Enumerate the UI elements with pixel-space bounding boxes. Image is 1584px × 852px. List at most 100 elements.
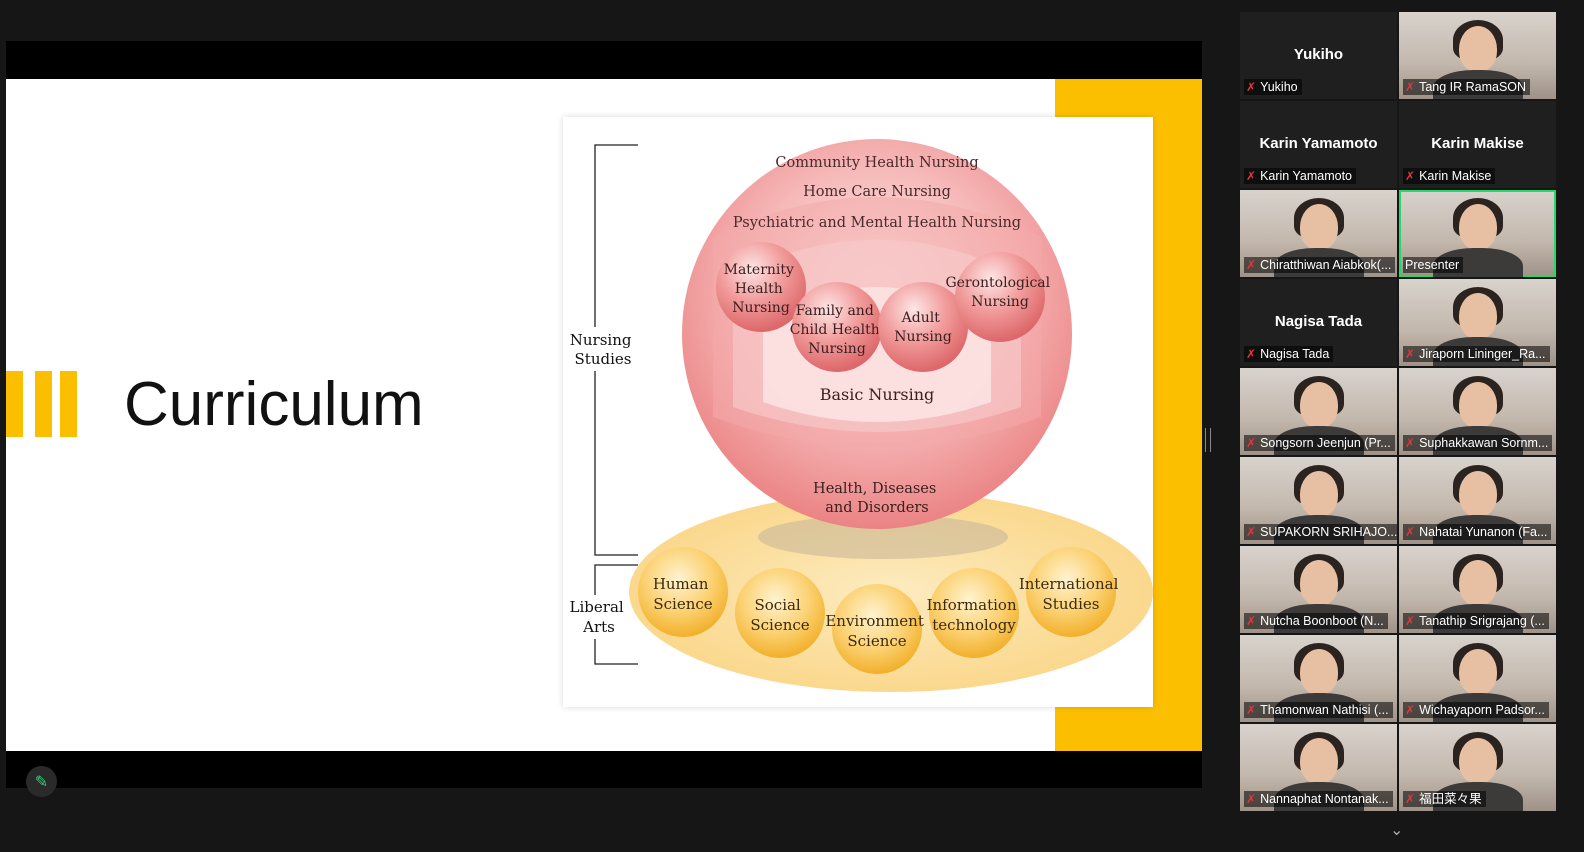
participant-video bbox=[1458, 471, 1497, 517]
participant-name-label: ✗福田菜々果 bbox=[1403, 791, 1486, 807]
sphere-label: Adult Nursing bbox=[894, 310, 952, 345]
participant-display-name: Karin Makise bbox=[1431, 135, 1524, 152]
participant-display-name: Yukiho bbox=[1293, 46, 1344, 63]
participant-name-label: ✗Suphakkawan Sornm... bbox=[1403, 435, 1553, 451]
mic-muted-icon: ✗ bbox=[1405, 703, 1416, 717]
participant-name-label: ✗Karin Yamamoto bbox=[1244, 168, 1357, 184]
mic-muted-icon: ✗ bbox=[1405, 792, 1416, 806]
mic-muted-icon: ✗ bbox=[1405, 347, 1416, 361]
core-label: Basic Nursing bbox=[820, 385, 935, 404]
participant-name-label: ✗Nagisa Tada bbox=[1244, 346, 1334, 362]
environment-science-sphere bbox=[832, 584, 922, 674]
participant-video bbox=[1458, 382, 1497, 428]
human-science-sphere bbox=[638, 547, 728, 637]
participant-name: Suphakkawan Sornm... bbox=[1419, 436, 1549, 450]
participant-tile[interactable]: ✗Songsorn Jeenjun (Pr... bbox=[1240, 368, 1397, 455]
pencil-icon[interactable]: ✎ bbox=[26, 766, 57, 797]
panel-resize-handle[interactable] bbox=[1205, 428, 1211, 452]
sphere-label: Information technology bbox=[927, 596, 1022, 634]
mic-muted-icon: ✗ bbox=[1405, 169, 1416, 183]
participant-name: Songsorn Jeenjun (Pr... bbox=[1260, 436, 1391, 450]
participant-name: Chiratthiwan Aiabkok(... bbox=[1260, 258, 1392, 272]
sphere-label: Environment Science bbox=[825, 612, 928, 650]
participant-name: Tanathip Srigrajang (... bbox=[1419, 614, 1545, 628]
participant-tile[interactable]: ✗Nutcha Boonboot (N... bbox=[1240, 546, 1397, 633]
participant-video bbox=[1458, 560, 1497, 606]
sphere-label: Maternity Health Nursing bbox=[724, 262, 799, 316]
mic-muted-icon: ✗ bbox=[1405, 80, 1416, 94]
chevron-down-icon[interactable]: ⌄ bbox=[1390, 822, 1404, 839]
sphere-label: Social Science bbox=[750, 596, 809, 634]
participant-name: Karin Yamamoto bbox=[1260, 169, 1353, 183]
participant-name: Nahatai Yunanon (Fa... bbox=[1419, 525, 1548, 539]
sphere-label: Family and Child Health Nursing bbox=[790, 303, 885, 357]
curriculum-diagram: Community Health Nursing Home Care Nursi… bbox=[563, 117, 1153, 707]
participant-tile[interactable]: Yukiho ✗Yukiho bbox=[1240, 12, 1397, 99]
participant-tile[interactable]: ✗Thamonwan Nathisi (... bbox=[1240, 635, 1397, 722]
title-accent-bar bbox=[60, 371, 77, 437]
participant-name-label: ✗Songsorn Jeenjun (Pr... bbox=[1244, 435, 1395, 451]
participant-tile[interactable]: Karin Yamamoto✗Karin Yamamoto bbox=[1240, 101, 1397, 188]
participant-tile[interactable]: ✗Tanathip Srigrajang (... bbox=[1399, 546, 1556, 633]
mic-muted-icon: ✗ bbox=[1246, 258, 1257, 272]
participant-tile[interactable]: ✗Jiraporn Lininger_Ra... bbox=[1399, 279, 1556, 366]
maternity-sphere bbox=[716, 242, 806, 332]
participant-tile[interactable]: Nagisa Tada✗Nagisa Tada bbox=[1240, 279, 1397, 366]
participant-name-label: ✗Jiraporn Lininger_Ra... bbox=[1403, 346, 1550, 362]
mic-muted-icon: ✗ bbox=[1405, 614, 1416, 628]
participant-name: Nagisa Tada bbox=[1260, 347, 1330, 361]
participant-name-label: Presenter bbox=[1403, 257, 1464, 273]
participant-tile[interactable]: Presenter bbox=[1399, 190, 1556, 277]
participant-name: Tang IR RamaSON bbox=[1419, 80, 1527, 94]
participant-tile[interactable]: ✗Nahatai Yunanon (Fa... bbox=[1399, 457, 1556, 544]
participant-name-label: ✗Nahatai Yunanon (Fa... bbox=[1403, 524, 1552, 540]
mic-muted-icon: ✗ bbox=[1246, 80, 1257, 94]
participant-name: SUPAKORN SRIHAJO... bbox=[1260, 525, 1397, 539]
sphere-label: International Studies bbox=[1019, 575, 1123, 613]
participant-name: 福田菜々果 bbox=[1419, 792, 1482, 806]
family-child-sphere bbox=[792, 282, 882, 372]
sphere-label: Gerontological Nursing bbox=[945, 275, 1054, 310]
bracket-label-bg bbox=[573, 595, 627, 639]
title-accent-bar bbox=[6, 371, 23, 437]
participant-name-label: ✗SUPAKORN SRIHAJO... bbox=[1244, 524, 1397, 540]
sphere-shadow bbox=[758, 515, 1008, 559]
band-label: Community Health Nursing bbox=[775, 155, 978, 171]
participant-tile[interactable]: Karin Makise✗Karin Makise bbox=[1399, 101, 1556, 188]
participant-name-label: ✗Nannaphat Nontanak... bbox=[1244, 791, 1393, 807]
mic-muted-icon: ✗ bbox=[1405, 525, 1416, 539]
participant-tile[interactable]: ✗Tang IR RamaSON bbox=[1399, 12, 1556, 99]
participant-tile[interactable]: ✗福田菜々果 bbox=[1399, 724, 1556, 811]
mic-muted-icon: ✗ bbox=[1246, 703, 1257, 717]
participant-video bbox=[1299, 738, 1338, 784]
band-label: Psychiatric and Mental Health Nursing bbox=[733, 215, 1021, 231]
mic-muted-icon: ✗ bbox=[1246, 614, 1257, 628]
participant-video bbox=[1299, 560, 1338, 606]
gerontological-sphere bbox=[955, 252, 1045, 342]
participant-tile[interactable]: ✗Suphakkawan Sornm... bbox=[1399, 368, 1556, 455]
participant-name-label: ✗Nutcha Boonboot (N... bbox=[1244, 613, 1388, 629]
participant-name: Presenter bbox=[1405, 258, 1460, 272]
participant-tile[interactable]: ✗Nannaphat Nontanak... bbox=[1240, 724, 1397, 811]
mic-muted-icon: ✗ bbox=[1246, 792, 1257, 806]
international-studies-sphere bbox=[1026, 547, 1116, 637]
participant-name: Nutcha Boonboot (N... bbox=[1260, 614, 1384, 628]
slide-title: Curriculum bbox=[124, 370, 424, 439]
adult-sphere bbox=[878, 282, 968, 372]
participant-tile[interactable]: ✗Chiratthiwan Aiabkok(... bbox=[1240, 190, 1397, 277]
mic-muted-icon: ✗ bbox=[1405, 436, 1416, 450]
participant-video bbox=[1458, 293, 1497, 339]
participant-display-name: Karin Yamamoto bbox=[1259, 135, 1378, 152]
participant-name-label: ✗Thamonwan Nathisi (... bbox=[1244, 702, 1393, 718]
participant-name-label: ✗Yukiho bbox=[1244, 79, 1302, 95]
participant-name: Thamonwan Nathisi (... bbox=[1260, 703, 1389, 717]
participant-display-name: Nagisa Tada bbox=[1274, 313, 1363, 330]
liberal-arts-label: Liberal Arts bbox=[570, 598, 629, 636]
participant-name: Nannaphat Nontanak... bbox=[1260, 792, 1389, 806]
participant-video bbox=[1299, 382, 1338, 428]
participant-video bbox=[1458, 649, 1497, 695]
participant-tile[interactable]: ✗SUPAKORN SRIHAJO... bbox=[1240, 457, 1397, 544]
participant-tile[interactable]: ✗Wichayaporn Padsor... bbox=[1399, 635, 1556, 722]
participant-name-label: ✗Wichayaporn Padsor... bbox=[1403, 702, 1549, 718]
